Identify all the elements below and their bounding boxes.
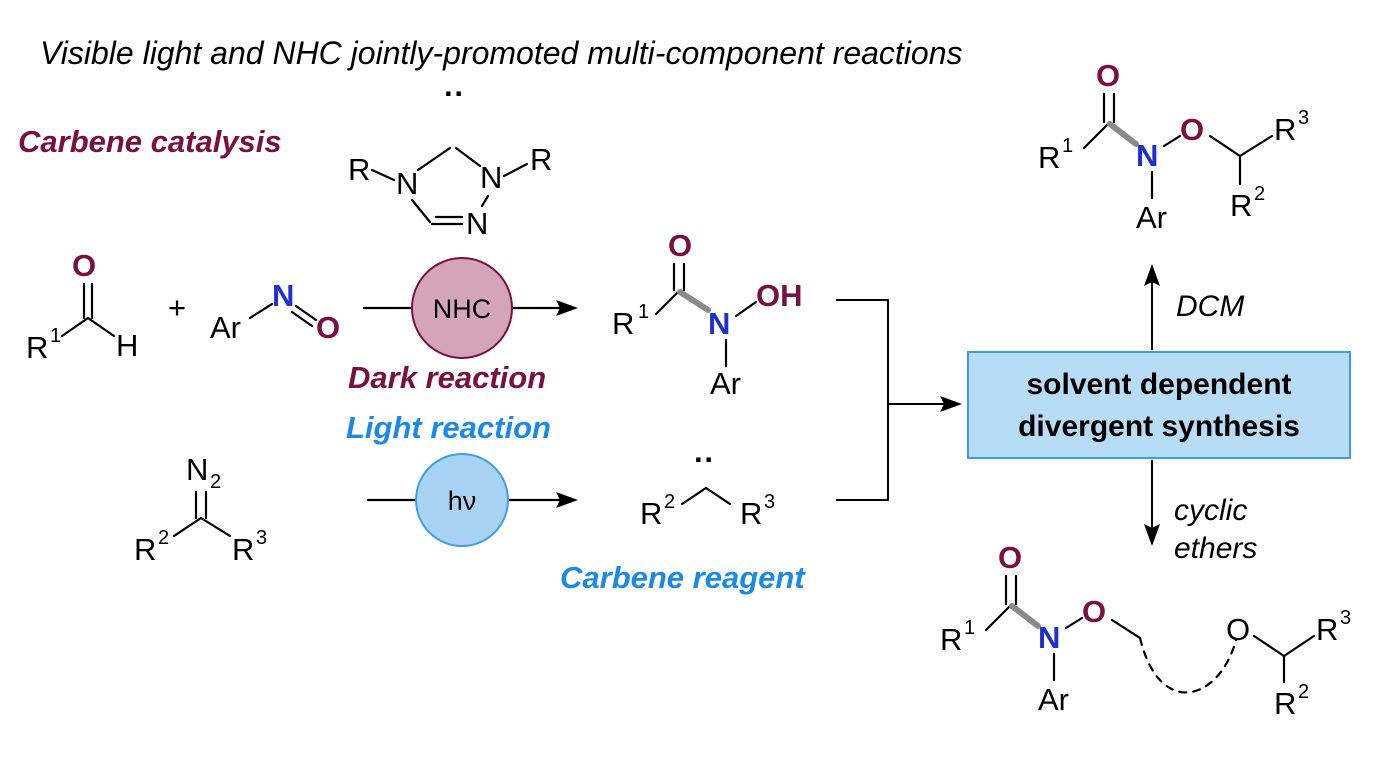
svg-text:O: O	[1096, 58, 1120, 93]
svg-text:N: N	[396, 166, 418, 201]
nhc-catalyst-label: NHC	[433, 294, 492, 324]
svg-text:R: R	[640, 496, 662, 531]
svg-text:Ar: Ar	[210, 310, 241, 345]
svg-text:R: R	[612, 306, 634, 341]
svg-text:R: R	[348, 152, 370, 187]
svg-text:O: O	[72, 248, 96, 283]
svg-text:R: R	[232, 532, 254, 567]
svg-text:1: 1	[964, 617, 975, 639]
condition-dcm: DCM	[1176, 290, 1244, 323]
svg-text:3: 3	[256, 527, 267, 549]
dcm-arrow	[1144, 264, 1160, 350]
svg-text:O: O	[1226, 612, 1250, 647]
svg-text:R: R	[530, 142, 552, 177]
svg-text:N: N	[480, 160, 502, 195]
svg-text:R: R	[1274, 112, 1296, 147]
svg-text:1: 1	[50, 325, 61, 347]
product-dcm-structure: O R 1 N O R 3 R 2 Ar	[1038, 58, 1309, 235]
label-light-reaction: Light reaction	[346, 410, 551, 445]
light-arrow	[366, 492, 578, 508]
svg-text:Ar: Ar	[710, 366, 741, 401]
label-dark-reaction: Dark reaction	[348, 360, 546, 395]
svg-text:N: N	[1038, 620, 1060, 655]
svg-text:Ar: Ar	[1038, 682, 1069, 717]
svg-text:1: 1	[1062, 135, 1073, 157]
svg-text:H: H	[116, 328, 138, 363]
hydroxamic-acid-structure: O R 1 N OH Ar	[612, 228, 803, 401]
svg-text:N: N	[466, 206, 488, 241]
svg-text:R: R	[940, 622, 962, 657]
light-catalyst-label: hν	[448, 486, 477, 516]
svg-text:O: O	[668, 228, 692, 263]
cyclic-ethers-arrow	[1144, 460, 1160, 546]
svg-text:2: 2	[210, 471, 221, 493]
svg-text:R: R	[26, 330, 48, 365]
converging-arrow	[836, 299, 962, 501]
light-catalyst-circle	[415, 453, 509, 547]
condition-ethers: ethers	[1174, 532, 1257, 565]
box-line-2: divergent synthesis	[1018, 410, 1300, 443]
svg-text:··: ··	[444, 76, 465, 111]
svg-text:N: N	[708, 306, 730, 341]
solvent-dependent-box	[967, 351, 1351, 459]
box-line-1: solvent dependent	[1026, 368, 1291, 401]
svg-text:R: R	[1230, 188, 1252, 223]
carbene-structure: ·· R 2 R 3	[640, 442, 775, 531]
svg-text:R: R	[740, 496, 762, 531]
svg-text:··: ··	[694, 442, 715, 477]
nhc-catalyst-circle	[411, 257, 513, 359]
svg-text:O: O	[1082, 594, 1106, 629]
svg-text:3: 3	[1340, 607, 1351, 629]
svg-text:2: 2	[1298, 681, 1309, 703]
product-cyclic-ethers-structure: O R 1 N O O R 3 R 2 Ar	[940, 540, 1351, 721]
svg-text:2: 2	[1254, 183, 1265, 205]
svg-text:3: 3	[1298, 107, 1309, 129]
diazo-structure: N 2 R 2 R 3	[134, 452, 267, 567]
svg-text:1: 1	[638, 301, 649, 323]
svg-text:O: O	[998, 540, 1022, 575]
label-carbene-catalysis: Carbene catalysis	[18, 124, 282, 159]
svg-text:2: 2	[664, 491, 675, 513]
svg-text:N: N	[272, 278, 294, 313]
svg-text:R: R	[134, 532, 156, 567]
svg-text:3: 3	[764, 491, 775, 513]
svg-text:2: 2	[158, 527, 169, 549]
svg-text:R: R	[1274, 686, 1296, 721]
svg-text:N: N	[186, 452, 208, 487]
svg-text:R: R	[1038, 140, 1060, 175]
svg-text:Ar: Ar	[1136, 200, 1167, 235]
nitrosoarene-structure: Ar N O	[210, 278, 340, 345]
nhc-arrow	[362, 300, 578, 316]
plus-sign: +	[168, 290, 186, 325]
svg-text:R: R	[1316, 612, 1338, 647]
label-carbene-reagent: Carbene reagent	[560, 560, 806, 595]
scheme-title: Visible light and NHC jointly-promoted m…	[40, 35, 963, 71]
svg-text:OH: OH	[756, 278, 803, 313]
svg-text:O: O	[316, 310, 340, 345]
aldehyde-structure: O R 1 H	[26, 248, 138, 365]
condition-cyclic: cyclic	[1174, 494, 1247, 527]
svg-text:N: N	[1136, 138, 1158, 173]
nhc-structure: ·· R N N R N	[348, 76, 552, 241]
svg-text:O: O	[1180, 112, 1204, 147]
